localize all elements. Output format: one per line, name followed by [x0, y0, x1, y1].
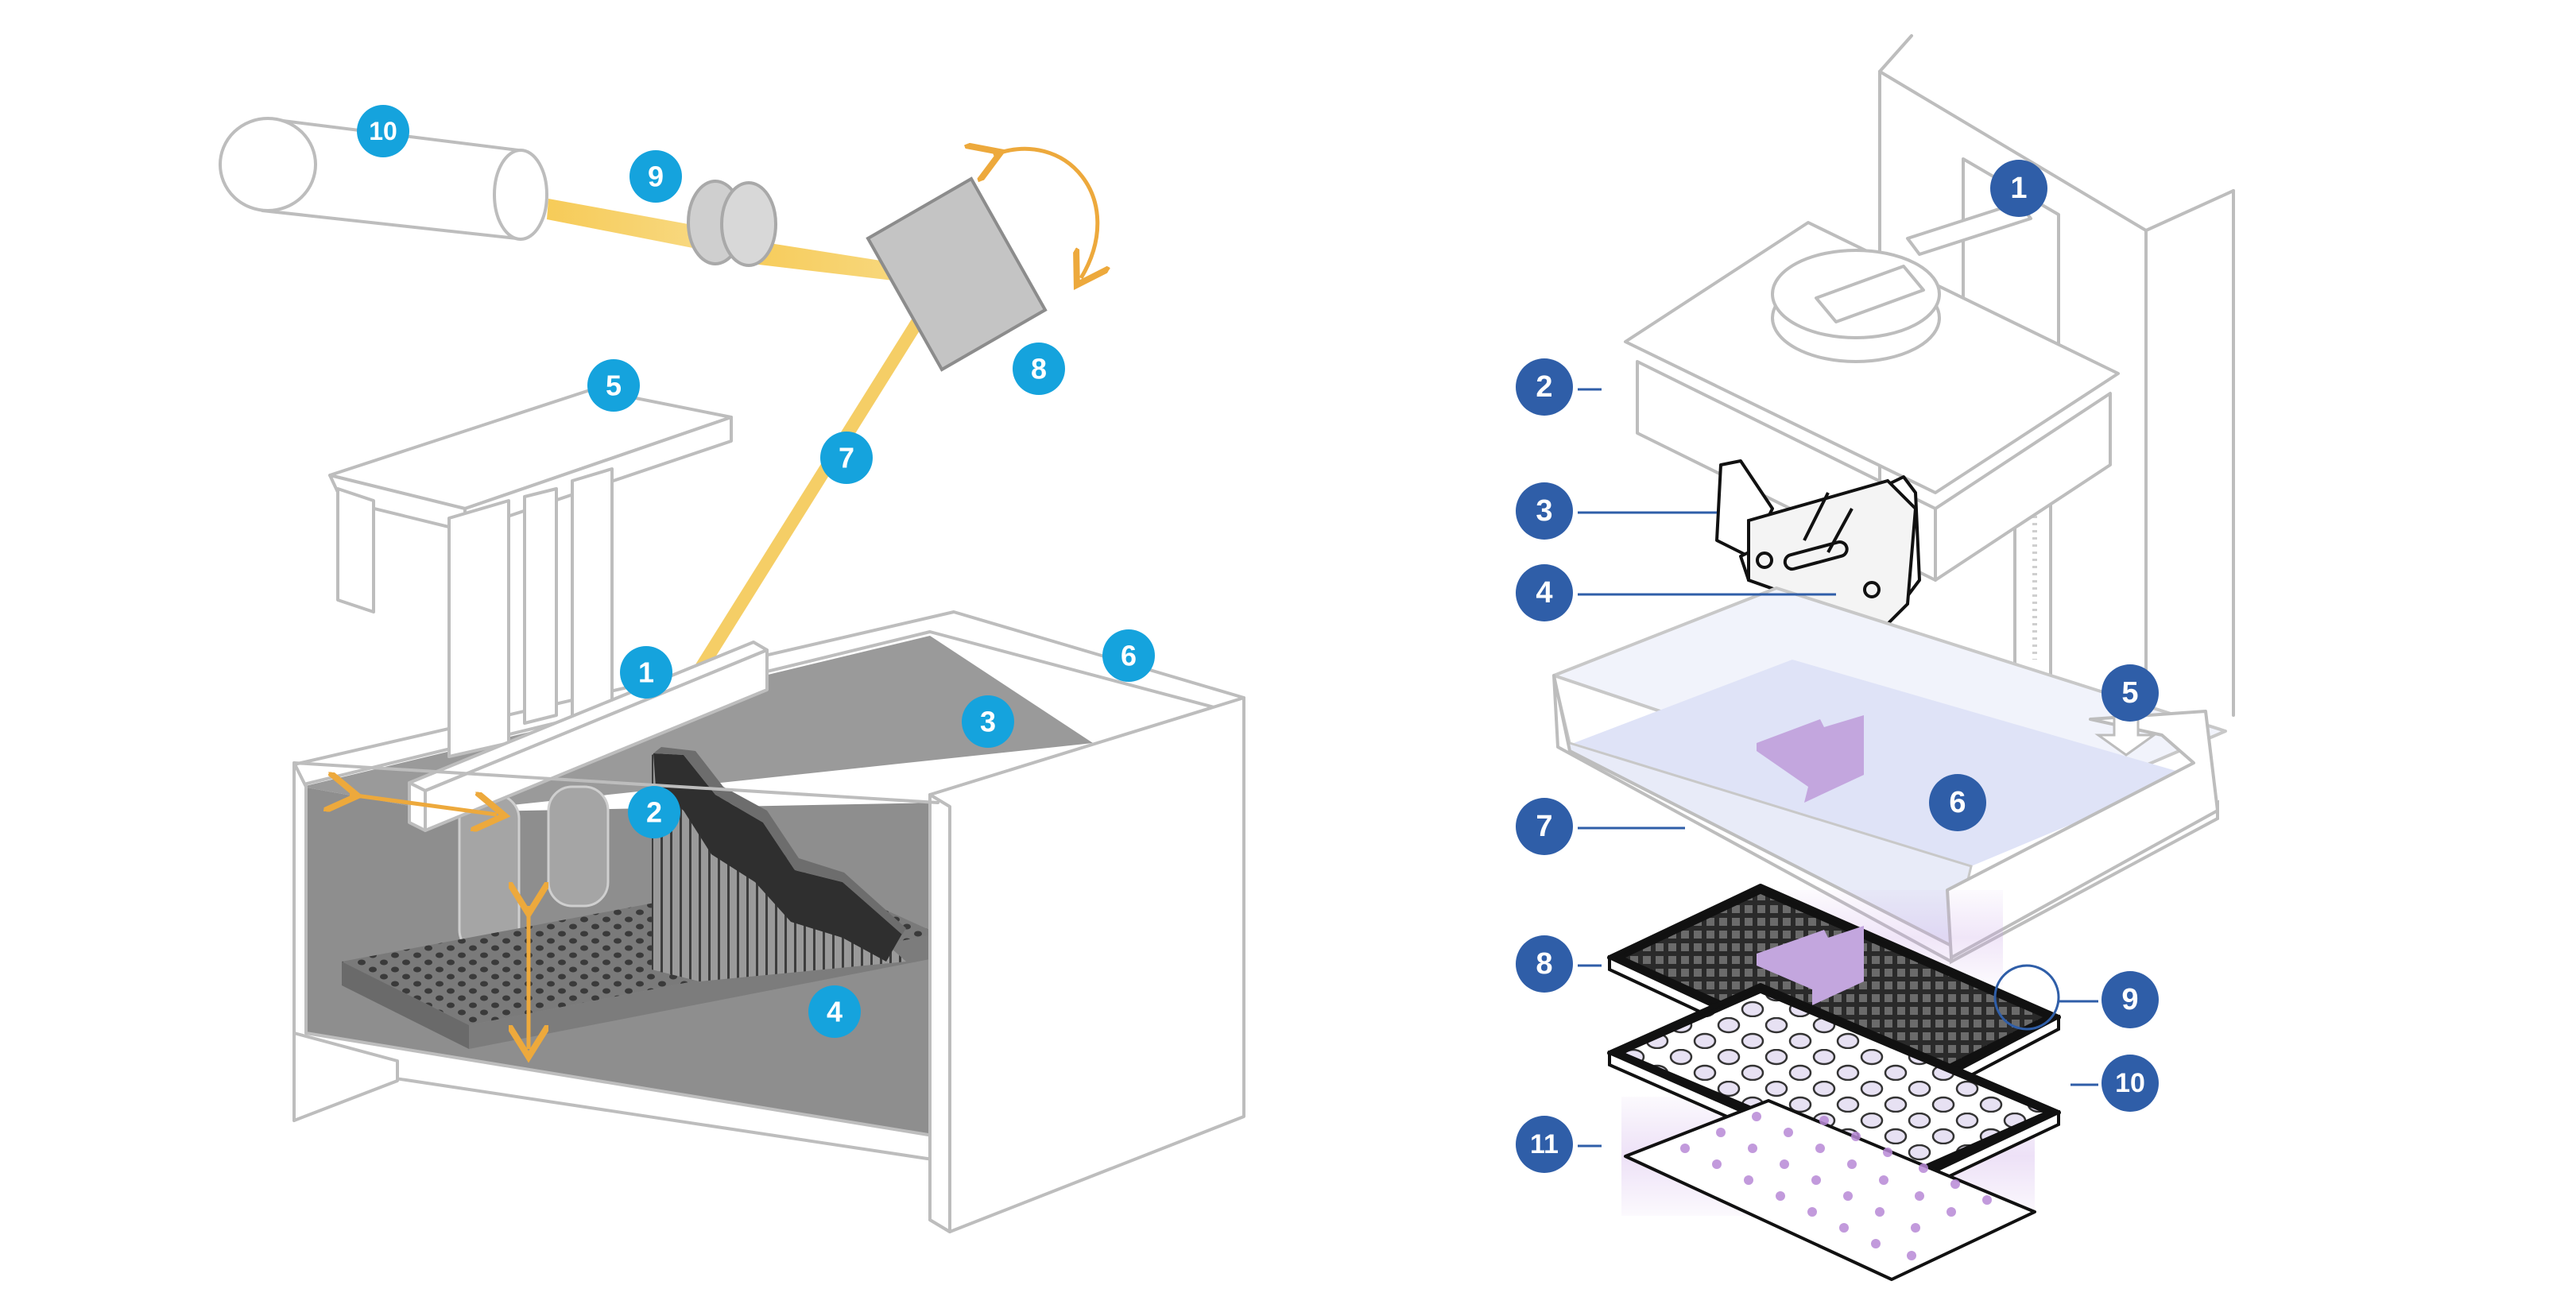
sla-callout-3: 3 — [962, 695, 1014, 748]
msla-callout-8: 8 — [1516, 935, 1573, 993]
msla-callout-7: 7 — [1516, 798, 1573, 855]
svg-text:9: 9 — [648, 161, 664, 193]
sla-printer: 1 2 3 4 5 6 7 8 9 10 — [219, 105, 1245, 1233]
svg-text:11: 11 — [1530, 1129, 1559, 1159]
svg-text:5: 5 — [606, 370, 622, 402]
tank-frame — [292, 696, 1245, 1233]
sla-callout-8: 8 — [1013, 343, 1065, 395]
focusing-lens — [687, 180, 777, 267]
sla-callout-6: 6 — [1102, 629, 1155, 682]
msla-callout-5: 5 — [2101, 664, 2159, 722]
msla-leader-lines — [1578, 388, 2098, 1148]
galvo-mirror — [866, 176, 1048, 372]
svg-text:10: 10 — [2115, 1068, 2145, 1098]
sla-callout-7: 7 — [820, 432, 873, 484]
msla-callout-1: 1 — [1990, 160, 2047, 217]
svg-text:2: 2 — [646, 796, 662, 829]
msla-callout-3: 3 — [1516, 482, 1573, 540]
svg-text:9: 9 — [2121, 983, 2138, 1016]
printed-part — [652, 747, 906, 981]
msla-callout-6: 6 — [1929, 774, 1986, 831]
svg-text:3: 3 — [980, 706, 996, 738]
svg-text:3: 3 — [1536, 494, 1552, 528]
svg-text:4: 4 — [827, 996, 843, 1028]
svg-text:6: 6 — [1121, 640, 1137, 672]
svg-text:8: 8 — [1536, 947, 1552, 981]
sla-callouts: 1 2 3 4 5 6 7 8 9 10 — [357, 105, 1155, 1038]
svg-text:1: 1 — [638, 656, 654, 689]
sla-callout-1: 1 — [620, 646, 672, 699]
svg-text:8: 8 — [1031, 353, 1047, 385]
msla-callout-10: 10 — [2101, 1055, 2159, 1112]
blade-motion-arrow — [350, 795, 497, 815]
build-platform-arm — [328, 388, 733, 955]
sla-callout-2: 2 — [628, 786, 680, 838]
sla-callout-9: 9 — [629, 150, 682, 203]
svg-text:7: 7 — [1536, 810, 1552, 843]
msla-callouts: 1 2 3 4 5 6 7 8 9 10 11 — [1516, 160, 2159, 1173]
sla-callout-10: 10 — [357, 105, 409, 157]
mirror-rotation-arrow — [994, 149, 1098, 278]
detail-highlight-ring — [1993, 964, 2060, 1031]
msla-callout-2: 2 — [1516, 358, 1573, 416]
msla-printer: 1 2 3 4 5 6 7 8 9 10 11 — [1516, 34, 2235, 1281]
laser-source — [219, 117, 548, 241]
svg-text:10: 10 — [369, 117, 397, 145]
sla-callout-5: 5 — [587, 359, 640, 412]
svg-text:4: 4 — [1536, 576, 1552, 610]
sla-callout-4: 4 — [808, 985, 861, 1038]
msla-resin-tank — [1552, 586, 2227, 965]
svg-text:6: 6 — [1949, 786, 1966, 819]
svg-text:1: 1 — [2010, 172, 2027, 205]
led-matrix — [1624, 1099, 2036, 1281]
msla-callout-9: 9 — [2101, 971, 2159, 1028]
msla-callout-11: 11 — [1516, 1116, 1573, 1173]
svg-text:2: 2 — [1536, 370, 1552, 404]
svg-text:7: 7 — [839, 442, 854, 474]
msla-callout-4: 4 — [1516, 564, 1573, 621]
svg-text:5: 5 — [2121, 676, 2138, 710]
